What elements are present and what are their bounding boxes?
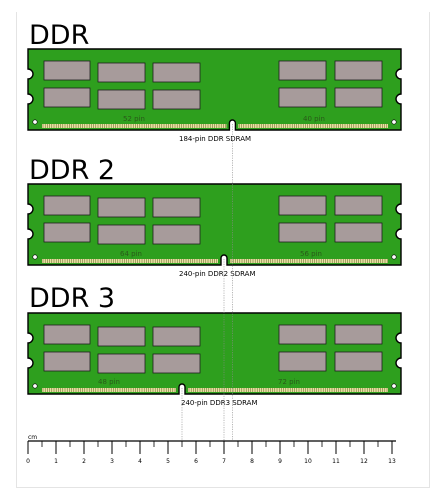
module-caption-ddr: 184-pin DDR SDRAM: [179, 135, 251, 143]
module-caption-ddr3: 240-pin DDR3 SDRAM: [181, 399, 258, 407]
pin-label-right-ddr: 40 pin: [303, 115, 325, 123]
pin-label-right-ddr3: 72 pin: [278, 378, 300, 386]
ddr-module: [27, 48, 402, 131]
ruler-tick-label: 12: [360, 458, 368, 465]
ruler-tick-label: 3: [110, 458, 114, 465]
memory-chip: [43, 324, 91, 345]
memory-chip: [278, 222, 327, 243]
mount-hole: [32, 254, 38, 260]
pin-label-left-ddr: 52 pin: [123, 115, 145, 123]
memory-chip: [97, 89, 146, 110]
memory-chip: [152, 62, 201, 83]
ruler-tick-label: 10: [304, 458, 312, 465]
memory-chip: [97, 197, 146, 218]
ruler-tick-label: 11: [332, 458, 340, 465]
memory-chip: [334, 87, 383, 108]
memory-chip: [43, 222, 91, 243]
image-frame: [16, 12, 430, 488]
module-title-ddr: DDR: [29, 20, 89, 51]
memory-chip: [97, 326, 146, 347]
pin-label-left-ddr3: 48 pin: [98, 378, 120, 386]
top-caption: notes the ovon contact: [0, 0, 434, 2]
ruler-tick-label: 9: [278, 458, 282, 465]
ruler-tick-label: 2: [82, 458, 86, 465]
memory-chip: [278, 324, 327, 345]
memory-chip: [278, 87, 327, 108]
ruler-tick-label: 6: [194, 458, 198, 465]
ruler-tick-label: 4: [138, 458, 142, 465]
mount-hole: [391, 254, 397, 260]
module-caption-ddr2: 240-pin DDR2 SDRAM: [179, 270, 256, 278]
memory-chip: [334, 60, 383, 81]
memory-chip: [278, 351, 327, 372]
memory-chip: [152, 224, 201, 245]
module-title-ddr2: DDR 2: [29, 155, 115, 186]
ruler-tick-label: 5: [166, 458, 170, 465]
contact-strip: [42, 259, 218, 263]
memory-chip: [43, 195, 91, 216]
ruler-tick-label: 7: [222, 458, 226, 465]
memory-chip: [97, 224, 146, 245]
ddr2-module: [27, 183, 402, 266]
memory-chip: [334, 222, 383, 243]
memory-chip: [43, 87, 91, 108]
memory-chip: [334, 351, 383, 372]
memory-chip: [152, 353, 201, 374]
mount-hole: [32, 383, 38, 389]
memory-chip: [152, 326, 201, 347]
contact-strip: [230, 259, 388, 263]
pin-label-right-ddr2: 56 pin: [300, 250, 322, 258]
memory-chip: [43, 351, 91, 372]
ruler-unit-label: cm: [28, 434, 37, 441]
module-title-ddr3: DDR 3: [29, 283, 115, 314]
mount-hole: [391, 119, 397, 125]
pin-label-left-ddr2: 64 pin: [120, 250, 142, 258]
memory-chip: [278, 60, 327, 81]
mount-hole: [32, 119, 38, 125]
contact-strip: [238, 124, 388, 128]
memory-chip: [152, 89, 201, 110]
memory-chip: [43, 60, 91, 81]
mount-hole: [391, 383, 397, 389]
memory-chip: [334, 324, 383, 345]
memory-chip: [278, 195, 327, 216]
ddr3-module: [27, 312, 402, 395]
memory-chip: [97, 353, 146, 374]
notch-guide-lines: [181, 124, 233, 441]
ruler-tick-label: 8: [250, 458, 254, 465]
memory-chip: [334, 195, 383, 216]
memory-chip: [97, 62, 146, 83]
contact-strip: [42, 124, 227, 128]
ruler-tick-label: 13: [388, 458, 396, 465]
memory-chip: [152, 197, 201, 218]
ruler-tick-label: 1: [54, 458, 58, 465]
ruler-tick-label: 0: [26, 458, 30, 465]
